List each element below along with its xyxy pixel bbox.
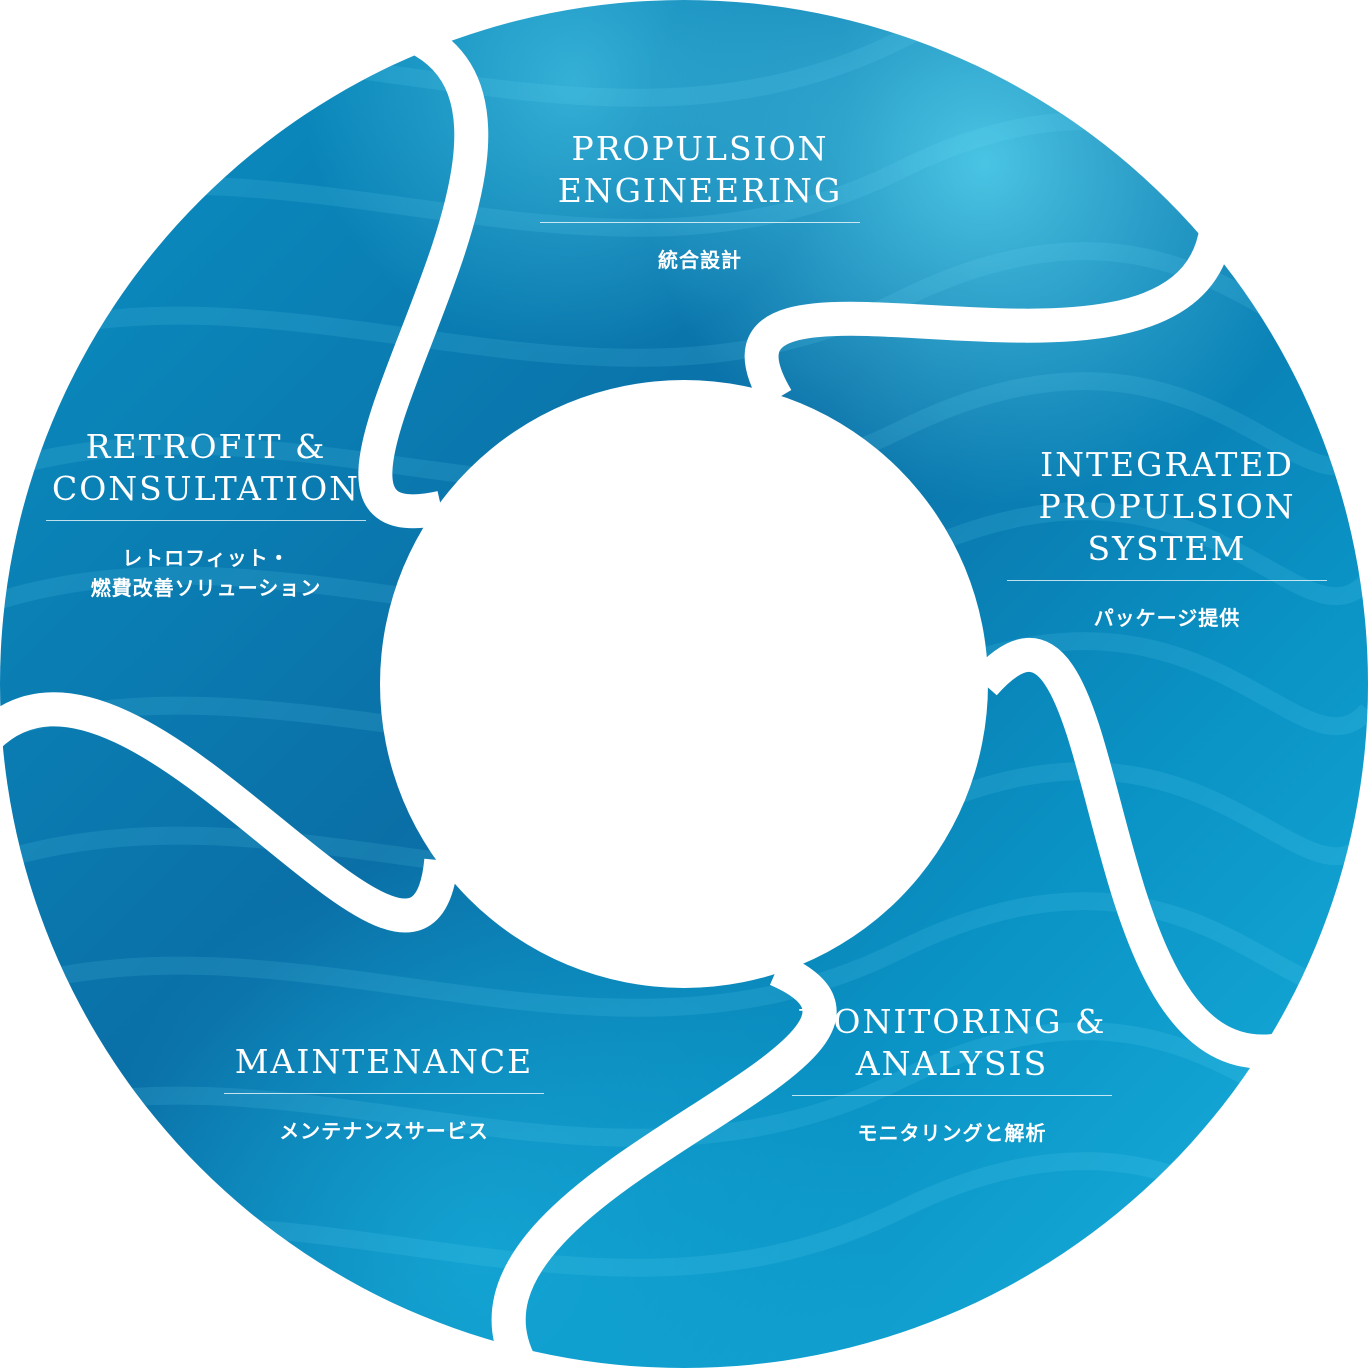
segment-title: RETROFIT & CONSULTATION <box>51 427 361 508</box>
segment-subtitle: モニタリングと解析 <box>857 1121 1047 1145</box>
water-ripple <box>0 372 1368 497</box>
water-ripple <box>0 892 1368 1017</box>
segment-subtitle: メンテナンスサービス <box>279 1119 489 1143</box>
segment-title: PROPULSION ENGINEERING <box>557 129 843 210</box>
water-ripple <box>0 1022 1368 1147</box>
segment-title: MAINTENANCE <box>234 1042 534 1081</box>
segment-propulsion-engineering: PROPULSION ENGINEERING 統合設計 <box>540 128 860 275</box>
segment-title: MONITORING & ANALYSIS <box>797 1002 1107 1083</box>
water-ripple <box>0 632 1368 757</box>
segment-divider <box>540 222 860 223</box>
segment-subtitle: パッケージ提供 <box>1093 606 1241 630</box>
segment-integrated-propulsion-system: INTEGRATED PROPULSION SYSTEM パッケージ提供 <box>1007 444 1327 633</box>
segment-monitoring-analysis: MONITORING & ANALYSIS モニタリングと解析 <box>792 1001 1112 1148</box>
segment-divider <box>46 520 366 521</box>
water-ripple <box>0 0 1368 107</box>
water-ripple <box>0 1152 1368 1277</box>
water-ripple <box>0 112 1368 237</box>
segment-divider <box>1007 580 1327 581</box>
segment-retrofit-consultation: RETROFIT & CONSULTATION レトロフィット・ 燃費改善ソリュ… <box>46 426 366 603</box>
water-ripple <box>0 762 1368 887</box>
segment-subtitle: 統合設計 <box>658 248 742 272</box>
water-ripple <box>0 502 1368 627</box>
segment-maintenance: MAINTENANCE メンテナンスサービス <box>224 1041 544 1146</box>
segment-title: INTEGRATED PROPULSION SYSTEM <box>1038 445 1296 568</box>
segment-divider <box>792 1095 1112 1096</box>
segment-subtitle: レトロフィット・ 燃費改善ソリューション <box>90 546 322 600</box>
water-ripple <box>0 242 1368 367</box>
segment-divider <box>224 1093 544 1094</box>
